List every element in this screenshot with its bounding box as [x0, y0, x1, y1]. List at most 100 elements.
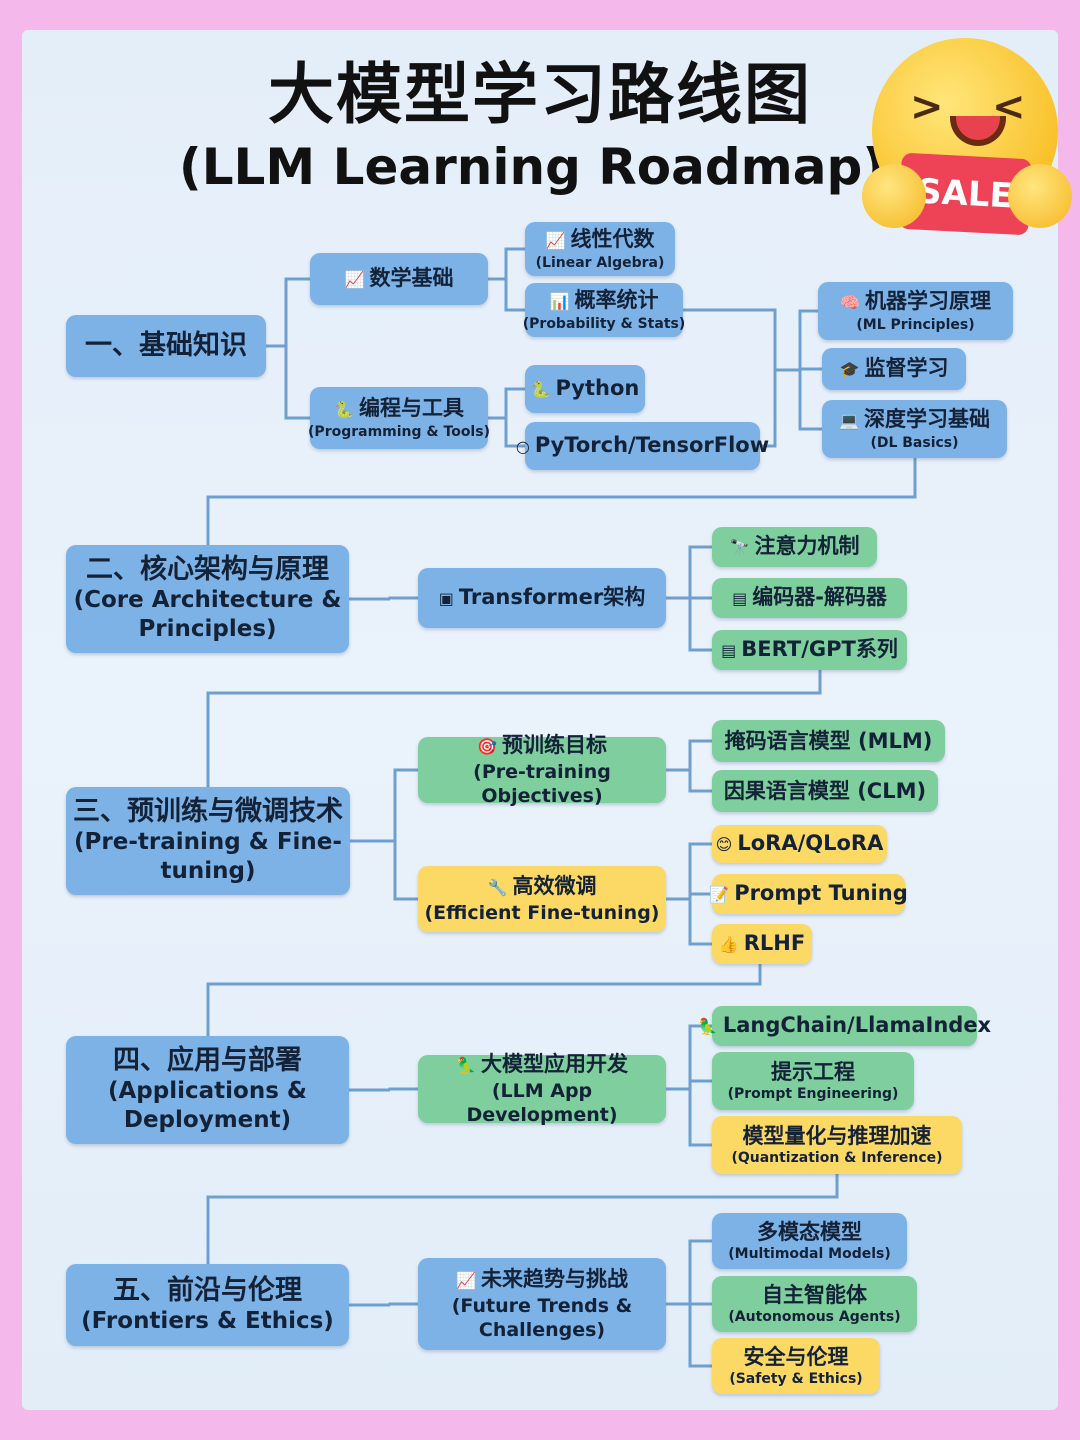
node-subtitle: (DL Basics): [870, 435, 959, 451]
node-title: 因果语言模型 (CLM): [724, 778, 926, 804]
node-label: 安全与伦理: [743, 1345, 849, 1369]
node-subtitle: (Programming & Tools): [308, 424, 490, 440]
node-label: 因果语言模型 (CLM): [723, 779, 927, 803]
node-subtitle: (Safety & Ethics): [729, 1371, 863, 1387]
node-title: 👍RLHF: [719, 930, 805, 958]
connector: [388, 1087, 418, 1091]
connector: [688, 899, 712, 946]
node-icon: 🐍: [334, 400, 354, 419]
node-label: 掩码语言模型 (MLM): [724, 729, 933, 753]
node-title: 四、应用与部署: [113, 1045, 302, 1077]
node-clm: 因果语言模型 (CLM): [712, 770, 938, 812]
node-aa: 自主智能体(Autonomous Agents): [712, 1276, 917, 1332]
node-icon: 💻: [839, 411, 859, 430]
connector: [206, 670, 822, 787]
node-label: 深度学习基础: [863, 407, 990, 431]
node-title: 📝Prompt Tuning: [709, 880, 907, 908]
node-title: 安全与伦理: [744, 1344, 849, 1370]
connector: [206, 458, 917, 545]
node-subtitle: (Pre-training & Fine-tuning): [74, 829, 342, 884]
connector: [688, 892, 712, 899]
node-icon: ○: [515, 437, 530, 456]
connector: [683, 308, 777, 448]
node-po: 🎯预训练目标(Pre-training Objectives): [418, 733, 666, 807]
node-title: ▣Transformer架构: [439, 584, 646, 612]
connector: [388, 1302, 418, 1306]
connector: [798, 309, 818, 370]
connector: [284, 277, 310, 346]
node-icon: ▣: [438, 589, 454, 608]
node-dl: 💻深度学习基础(DL Basics): [822, 400, 1007, 458]
node-icon: 📝: [709, 885, 730, 904]
node-icon: 😊: [715, 835, 733, 854]
node-subtitle: (Multimodal Models): [728, 1246, 891, 1262]
node-n5: 五、前沿与伦理(Frontiers & Ethics): [66, 1264, 349, 1346]
node-ed: ▤编码器-解码器: [712, 578, 907, 618]
node-label: 预训练目标: [501, 733, 607, 757]
node-la: 📈线性代数(Linear Algebra): [525, 222, 675, 276]
left-hand-icon: [862, 164, 926, 228]
node-label: 自主智能体: [762, 1283, 867, 1307]
node-icon: 🎯: [477, 737, 497, 756]
node-icon: 🐍: [530, 380, 551, 399]
node-title: ▤编码器-解码器: [732, 584, 887, 612]
connector: [206, 1174, 839, 1264]
node-label: LangChain/LlamaIndex: [722, 1013, 992, 1037]
connector: [388, 596, 418, 600]
node-icon: 🦜: [456, 1056, 476, 1075]
node-icon: ▤: [721, 641, 737, 660]
connector: [504, 387, 525, 418]
node-label: Python: [555, 376, 640, 400]
node-mm: 多模态模型(Multimodal Models): [712, 1213, 907, 1269]
node-lora: 😊LoRA/QLoRA: [712, 825, 887, 863]
node-label: 三、预训练与微调技术: [73, 796, 343, 827]
node-title: 提示工程: [771, 1059, 855, 1085]
connector: [798, 367, 822, 371]
node-at: 🔭注意力机制: [712, 527, 877, 567]
node-title: 💻深度学习基础: [839, 406, 990, 434]
node-label: 五、前沿与伦理: [113, 1274, 302, 1306]
node-title: 🔧高效微调: [488, 873, 597, 901]
connector: [284, 346, 310, 420]
node-subtitle: (ML Principles): [856, 317, 975, 333]
node-title: 模型量化与推理加速: [743, 1123, 932, 1149]
node-label: 一、基础知识: [85, 330, 247, 361]
node-title: 五、前沿与伦理: [113, 1275, 302, 1307]
node-label: 大模型应用开发: [480, 1052, 628, 1076]
node-py: 🐍Python: [525, 365, 645, 413]
connector: [504, 279, 525, 312]
node-label: 线性代数: [570, 227, 655, 251]
node-title: ▤BERT/GPT系列: [721, 636, 898, 664]
node-ps: 📊概率统计(Probability & Stats): [523, 283, 685, 337]
node-label: 未来趋势与挑战: [480, 1267, 628, 1291]
node-label: Transformer架构: [458, 585, 646, 609]
node-n3: 三、预训练与微调技术(Pre-training & Fine-tuning): [66, 787, 350, 895]
node-ef: 🔧高效微调(Efficient Fine-tuning): [418, 866, 666, 932]
node-title: 🦜LangChain/LlamaIndex: [698, 1012, 991, 1040]
node-tf: ▣Transformer架构: [418, 568, 666, 628]
node-label: 机器学习原理: [864, 289, 991, 313]
connector: [688, 739, 712, 770]
node-math: 📈数学基础: [310, 253, 488, 305]
connector: [393, 841, 418, 901]
right-hand-icon: [1008, 164, 1072, 228]
node-icon: 🔭: [729, 538, 750, 557]
node-pr: 📝Prompt Tuning: [709, 874, 908, 914]
node-label: 二、核心架构与原理: [86, 554, 329, 585]
node-subtitle: (Quantization & Inference): [731, 1150, 943, 1166]
node-icon: 📊: [549, 292, 570, 311]
node-icon: 📈: [456, 1271, 476, 1290]
node-label: RLHF: [743, 931, 806, 955]
node-label: 概率统计: [574, 288, 659, 312]
node-label: 注意力机制: [754, 534, 860, 558]
connector: [688, 598, 712, 652]
node-title: 一、基础知识: [85, 330, 247, 362]
node-label: 高效微调: [512, 874, 597, 898]
node-icon: ▤: [732, 589, 748, 608]
node-title: 📈线性代数: [546, 226, 655, 254]
node-pe: 提示工程(Prompt Engineering): [712, 1052, 914, 1110]
node-label: 提示工程: [771, 1060, 855, 1084]
node-title: 📈未来趋势与挑战: [456, 1266, 628, 1294]
node-label: 四、应用与部署: [113, 1045, 302, 1076]
